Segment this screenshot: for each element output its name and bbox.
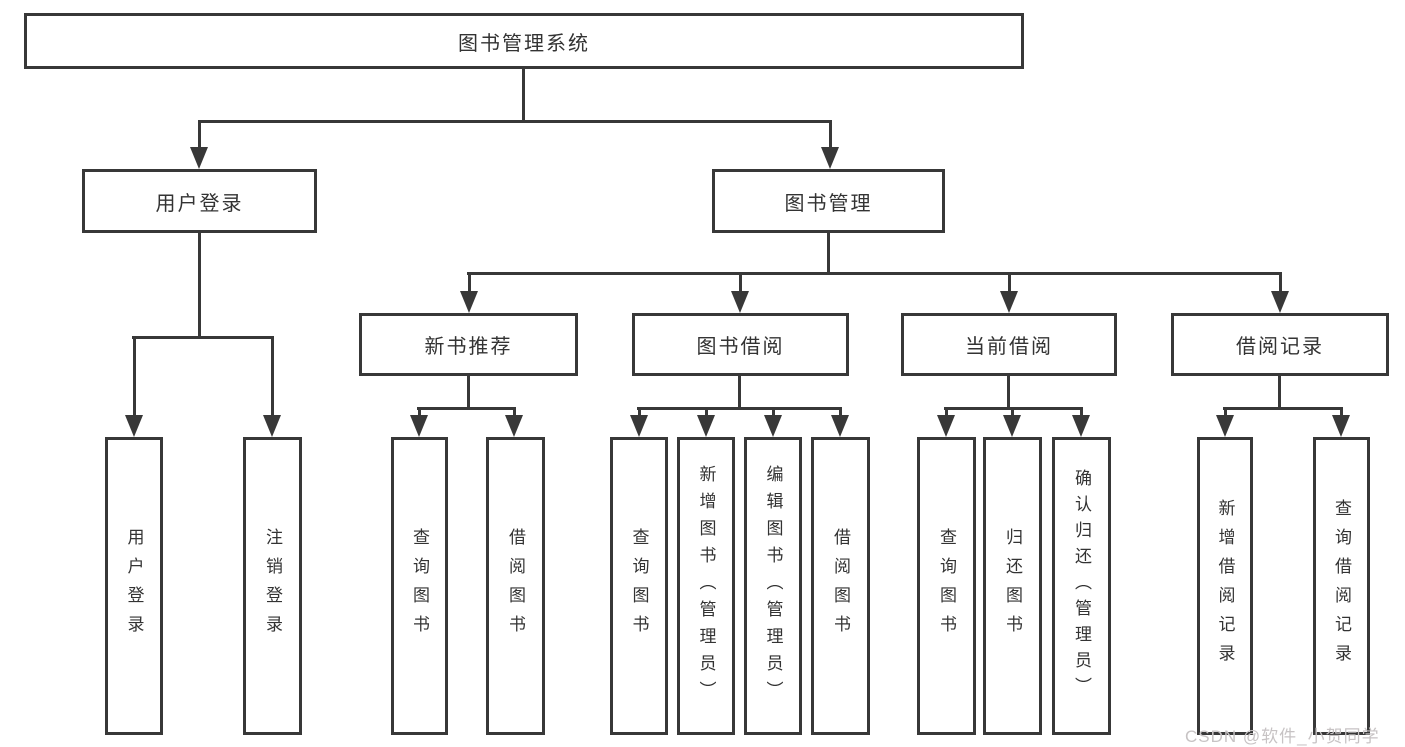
arrow-to-bb-add xyxy=(697,407,715,437)
node-user-login: 用户登录 xyxy=(82,169,317,233)
leaf-nbr-query-books-label: 查询图书 xyxy=(410,528,429,644)
leaf-br-query-record-label: 查询借阅记录 xyxy=(1332,499,1351,673)
connector-root-stem xyxy=(522,69,525,120)
leaf-bb-borrow-books-label: 借阅图书 xyxy=(831,528,850,644)
leaf-cb-confirm-return-label: 确认归还（管理员） xyxy=(1072,469,1091,703)
node-new-book-rec-label: 新书推荐 xyxy=(424,336,513,358)
connector-borrow-record-branch xyxy=(1223,407,1343,410)
leaf-cb-return-books-label: 归还图书 xyxy=(1003,528,1022,644)
leaf-cb-confirm-return: 确认归还（管理员） xyxy=(1052,437,1111,735)
leaf-user-login: 用户登录 xyxy=(105,437,163,735)
arrow-to-nbr-query xyxy=(410,407,428,437)
arrow-to-book-management xyxy=(821,120,839,169)
arrow-to-nbr-borrow xyxy=(505,407,523,437)
leaf-bb-edit-books: 编辑图书（管理员） xyxy=(744,437,802,735)
connector-book-borrow-branch xyxy=(637,407,842,410)
leaf-nbr-borrow-books-label: 借阅图书 xyxy=(506,528,525,644)
connector-user-login-stem xyxy=(198,233,201,336)
arrow-to-bb-query xyxy=(630,407,648,437)
connector-new-book-rec-branch xyxy=(417,407,515,410)
connector-root-branch xyxy=(198,120,832,123)
watermark: CSDN @软件_小贺同学 xyxy=(1185,727,1380,746)
arrow-to-leaf-user-login xyxy=(125,336,143,437)
connector-current-borrow-branch xyxy=(944,407,1083,410)
node-borrow-record-label: 借阅记录 xyxy=(1236,336,1324,358)
arrow-to-cb-query xyxy=(937,407,955,437)
leaf-br-add-record: 新增借阅记录 xyxy=(1197,437,1253,735)
leaf-cb-query-books-label: 查询图书 xyxy=(937,528,956,644)
connector-book-borrow-stem xyxy=(738,376,741,407)
connector-book-management-stem xyxy=(827,233,830,272)
node-borrow-record: 借阅记录 xyxy=(1171,313,1389,376)
leaf-user-login-label: 用户登录 xyxy=(124,528,144,644)
leaf-bb-query-books-label: 查询图书 xyxy=(629,528,649,644)
connector-borrow-record-stem xyxy=(1278,376,1281,407)
node-root: 图书管理系统 xyxy=(24,13,1024,69)
arrow-to-new-book-rec xyxy=(460,272,478,313)
leaf-bb-add-books: 新增图书（管理员） xyxy=(677,437,735,735)
arrow-to-book-borrow xyxy=(731,272,749,313)
node-user-login-label: 用户登录 xyxy=(155,192,244,215)
leaf-nbr-borrow-books: 借阅图书 xyxy=(486,437,545,735)
arrow-to-current-borrow xyxy=(1000,272,1018,313)
arrow-to-bb-borrow xyxy=(831,407,849,437)
leaf-nbr-query-books: 查询图书 xyxy=(391,437,448,735)
node-book-management-label: 图书管理 xyxy=(784,192,873,215)
leaf-bb-edit-books-label: 编辑图书（管理员） xyxy=(763,464,783,708)
leaf-bb-query-books: 查询图书 xyxy=(610,437,668,735)
connector-user-login-branch xyxy=(132,336,273,339)
arrow-to-br-query xyxy=(1332,407,1350,437)
arrow-to-user-login xyxy=(190,120,208,169)
arrow-to-cb-confirm xyxy=(1072,407,1090,437)
leaf-logout: 注销登录 xyxy=(243,437,302,735)
node-new-book-rec: 新书推荐 xyxy=(359,313,578,376)
connector-current-borrow-stem xyxy=(1007,376,1010,407)
leaf-br-add-record-label: 新增借阅记录 xyxy=(1215,499,1235,673)
connector-new-book-rec-stem xyxy=(467,376,470,407)
node-root-label: 图书管理系统 xyxy=(458,32,590,55)
arrow-to-br-add xyxy=(1216,407,1234,437)
leaf-logout-label: 注销登录 xyxy=(263,528,282,644)
arrow-to-cb-return xyxy=(1003,407,1021,437)
arrow-to-borrow-record xyxy=(1271,272,1289,313)
node-book-borrow: 图书借阅 xyxy=(632,313,849,376)
arrow-to-bb-edit xyxy=(764,407,782,437)
arrow-to-leaf-logout xyxy=(263,336,281,437)
leaf-bb-add-books-label: 新增图书（管理员） xyxy=(696,464,716,708)
leaf-cb-query-books: 查询图书 xyxy=(917,437,976,735)
leaf-br-query-record: 查询借阅记录 xyxy=(1313,437,1370,735)
connector-book-management-branch xyxy=(467,272,1281,275)
node-book-borrow-label: 图书借阅 xyxy=(696,336,785,358)
node-current-borrow-label: 当前借阅 xyxy=(965,336,1053,358)
node-current-borrow: 当前借阅 xyxy=(901,313,1117,376)
leaf-bb-borrow-books: 借阅图书 xyxy=(811,437,870,735)
leaf-cb-return-books: 归还图书 xyxy=(983,437,1042,735)
node-book-management: 图书管理 xyxy=(712,169,945,233)
